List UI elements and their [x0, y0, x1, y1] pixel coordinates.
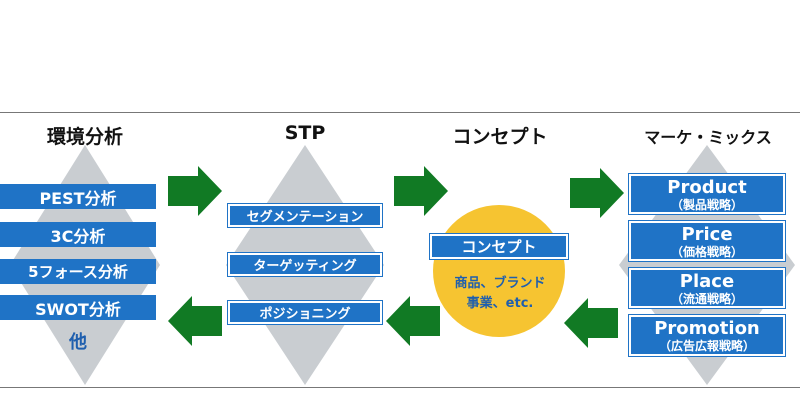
mix-item-place-sub: （流通戦略） — [670, 292, 743, 306]
stp-item-targeting: ターゲッティング — [227, 252, 383, 277]
stp-item-segmentation: セグメンテーション — [227, 203, 383, 228]
mix-item-product-sub: （製品戦略） — [670, 198, 743, 212]
arrow-stp-to-env — [168, 296, 222, 346]
concept-desc-line1: 商品、ブランド — [454, 276, 546, 291]
concept-circle — [433, 205, 565, 337]
env-title: 環境分析 — [46, 126, 123, 148]
env-item-3c: 3C分析 — [0, 222, 156, 247]
arrow-concept-to-mix — [570, 168, 624, 218]
mix-item-price-name: Price — [681, 224, 733, 245]
mix-title: マーケ・ミックス — [644, 128, 772, 147]
arrow-mix-to-concept — [564, 298, 618, 348]
mix-item-place: Place （流通戦略） — [628, 267, 786, 309]
mix-item-price: Price （価格戦略） — [628, 220, 786, 262]
arrow-env-to-stp — [168, 166, 222, 216]
stp-title: STP — [284, 122, 326, 144]
env-item-swot: SWOT分析 — [0, 295, 156, 320]
mix-item-promotion-name: Promotion — [654, 318, 760, 339]
concept-desc-line2: 事業、etc. — [466, 296, 534, 311]
mix-item-product: Product （製品戦略） — [628, 173, 786, 215]
env-item-other: 他 — [69, 332, 87, 353]
concept-title: コンセプト — [452, 126, 548, 148]
mix-item-promotion: Promotion （広告広報戦略） — [628, 314, 786, 357]
stp-item-positioning: ポジショニング — [227, 300, 383, 325]
diagram-frame — [0, 112, 800, 388]
concept-label: コンセプト — [429, 233, 569, 260]
mix-item-promotion-sub: （広告広報戦略） — [658, 339, 755, 353]
mix-item-place-name: Place — [679, 271, 735, 292]
env-item-pest: PEST分析 — [0, 184, 156, 209]
arrow-stp-to-concept — [394, 166, 448, 216]
env-item-5forces: 5フォース分析 — [0, 259, 156, 284]
arrow-concept-to-stp — [386, 296, 440, 346]
mix-item-product-name: Product — [667, 177, 747, 198]
mix-item-price-sub: （価格戦略） — [670, 245, 743, 259]
